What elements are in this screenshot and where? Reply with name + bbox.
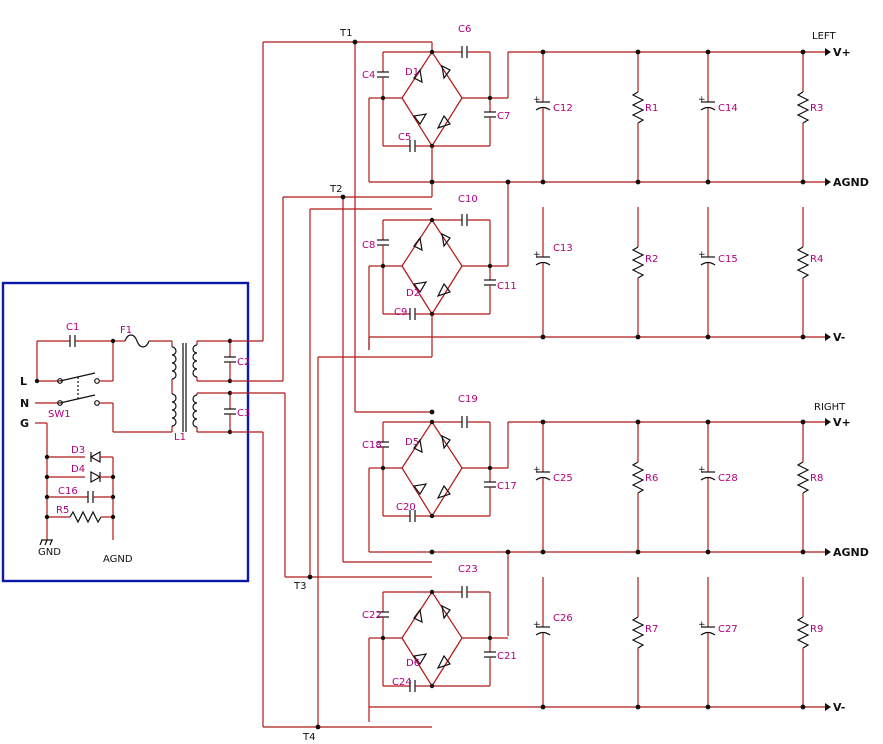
bridge-d5 [368, 415, 509, 553]
left-channel-label: LEFT [812, 31, 836, 42]
r7-label: R7 [645, 624, 658, 635]
line-terminal-label: L [20, 375, 27, 388]
d2-label: D2 [406, 288, 420, 299]
c14-label: C14 [718, 103, 738, 114]
r1-label: R1 [645, 103, 658, 114]
right-agnd-label: AGND [833, 546, 869, 559]
gnd-label: GND [38, 547, 61, 558]
c16-label: C16 [58, 486, 78, 497]
c1-label: C1 [66, 322, 79, 333]
r3-label: R3 [810, 103, 823, 114]
d3-label: D3 [71, 445, 85, 456]
r4-label: R4 [810, 254, 823, 265]
c21-label: C21 [497, 651, 517, 662]
ground-terminal-label: G [20, 417, 29, 430]
c7-label: C7 [497, 111, 510, 122]
c19-label: C19 [458, 394, 478, 405]
right-vminus-label: V- [833, 701, 845, 714]
line-input [34, 334, 173, 384]
t1-label: T1 [339, 28, 352, 39]
r6-label: R6 [645, 473, 658, 484]
neutral-input [35, 377, 173, 433]
c6-label: C6 [458, 24, 471, 35]
input-agnd-label: AGND [103, 554, 133, 565]
d5-label: D5 [405, 437, 419, 448]
left-vplus-label: V+ [833, 46, 851, 59]
d6-label: D6 [406, 658, 420, 669]
r9-label: R9 [810, 624, 823, 635]
c5-label: C5 [398, 132, 411, 143]
c17-label: C17 [497, 481, 517, 492]
transformer-primary [171, 343, 187, 432]
c3-label: C3 [237, 408, 250, 419]
c8-label: C8 [362, 240, 375, 251]
c4-label: C4 [362, 70, 375, 81]
c24-label: C24 [392, 677, 412, 688]
c11-label: C11 [497, 281, 517, 292]
ground-network [35, 422, 116, 546]
r5-label: R5 [56, 505, 69, 516]
c13-label: C13 [553, 243, 573, 254]
l1-label: L1 [174, 432, 186, 443]
c27-label: C27 [718, 624, 738, 635]
sw1-label: SW1 [48, 409, 71, 420]
c23-label: C23 [458, 564, 478, 575]
d1-label: D1 [405, 67, 419, 78]
right-vplus-label: V+ [833, 416, 851, 429]
t2-label: T2 [329, 184, 342, 195]
bridge-d2 [368, 213, 509, 351]
fuse-symbol [124, 334, 150, 348]
bridge-d1 [368, 45, 509, 183]
left-vminus-label: V- [833, 331, 845, 344]
output-terminals [825, 48, 831, 711]
tap-wiring [230, 39, 433, 730]
c15-label: C15 [718, 254, 738, 265]
c18-label: C18 [362, 440, 382, 451]
t3-label: T3 [293, 581, 306, 592]
right-filter-bank [532, 421, 809, 708]
left-filter-bank [532, 51, 809, 338]
left-rails [369, 51, 830, 338]
right-channel-label: RIGHT [814, 402, 846, 413]
rail-junctions [429, 49, 806, 710]
c12-label: C12 [553, 103, 573, 114]
transformer-secondary [192, 338, 236, 435]
c2-label: C2 [237, 357, 250, 368]
t4-label: T4 [302, 732, 315, 743]
r8-label: R8 [810, 473, 823, 484]
right-rails [369, 421, 830, 708]
c25-label: C25 [553, 473, 573, 484]
c20-label: C20 [396, 502, 416, 513]
c22-label: C22 [362, 610, 382, 621]
c28-label: C28 [718, 473, 738, 484]
f1-label: F1 [120, 325, 132, 336]
r2-label: R2 [645, 254, 658, 265]
c10-label: C10 [458, 194, 478, 205]
c9-label: C9 [394, 307, 407, 318]
left-agnd-label: AGND [833, 176, 869, 189]
neutral-terminal-label: N [20, 397, 29, 410]
d4-label: D4 [71, 464, 85, 475]
c26-label: C26 [553, 613, 573, 624]
bridge-d6 [368, 585, 509, 723]
